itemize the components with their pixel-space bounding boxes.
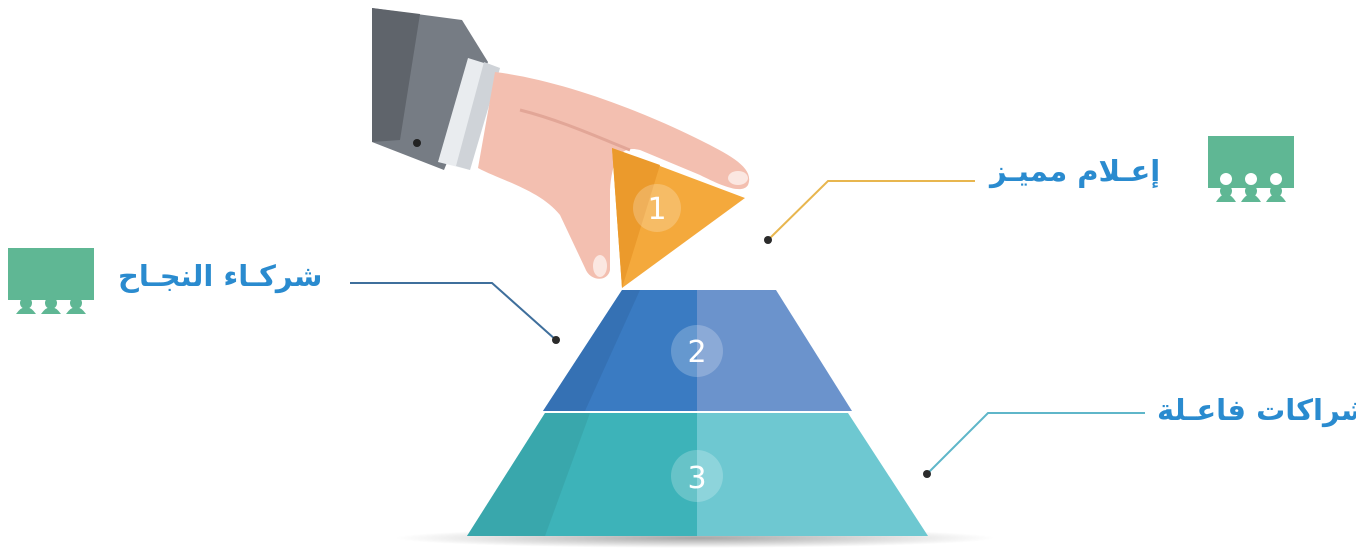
connector-level-1 [764,180,975,244]
audience-icon [1208,136,1294,202]
hand-illustration [372,8,750,279]
pyramid-level-2: 2 [543,290,852,411]
level-1-label: إعـلام مميـز [990,154,1161,188]
level-3-number: 3 [687,461,706,496]
pyramid-level-1: 1 [612,148,745,288]
level-3-label: شراكات فاعـلة [1157,393,1356,427]
level-2-number: 2 [687,335,706,370]
connector-level-3 [923,412,1145,478]
pyramid-level-3: 3 [467,413,928,536]
connector-level-2 [350,282,560,344]
level-2-label: شركـاء النجـاح [118,259,323,293]
level-1-number: 1 [647,192,666,227]
audience-icon [8,248,94,314]
